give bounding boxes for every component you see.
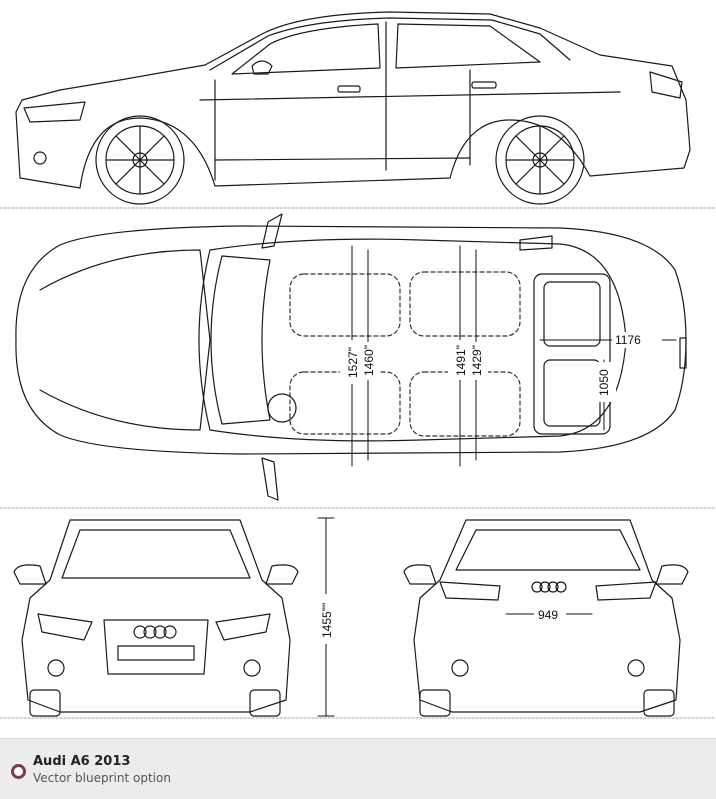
rear-right-mirror — [655, 564, 689, 585]
side-roofline — [209, 17, 571, 71]
side-rear-window — [395, 23, 541, 69]
trunk-lower-panel — [543, 359, 601, 427]
top-door-handle-left — [519, 235, 553, 251]
dim-front-hip: 1460" — [362, 345, 376, 376]
side-rear-wheel — [495, 115, 585, 205]
front-left-tire — [29, 689, 61, 717]
caption-title: Audi A6 2013 — [33, 754, 131, 769]
side-taillight — [649, 71, 683, 99]
front-view: 1455"" — [13, 517, 335, 717]
top-hood — [39, 249, 211, 431]
side-headlight — [23, 101, 86, 123]
top-right-mirror — [261, 457, 279, 501]
front-right-headlight — [215, 613, 271, 641]
side-front-window — [231, 23, 381, 75]
top-cabin-outline — [198, 238, 627, 442]
front-body-outline — [21, 519, 291, 713]
rear-left-seat — [409, 271, 521, 337]
dim-front-shoulder: 1527" — [346, 347, 360, 378]
top-windshield — [210, 255, 271, 425]
blueprint-canvas: 1527" 1460" 1491" 1429" 1176 1050 1455"" — [0, 11, 716, 719]
caption-footer: Audi A6 2013 Vector blueprint option — [0, 738, 716, 799]
front-left-headlight — [37, 613, 93, 641]
dim-rear-width-top: 1176 — [615, 333, 641, 347]
side-view — [15, 11, 691, 205]
front-left-fog — [47, 659, 65, 677]
dim-gap-g — [318, 594, 334, 644]
front-right-mirror — [265, 564, 299, 585]
dim-gap-b — [356, 342, 380, 380]
front-right-fog — [243, 659, 261, 677]
rear-window — [455, 529, 641, 571]
side-body-outline — [15, 11, 691, 189]
caption-subtitle: Vector blueprint option — [33, 771, 171, 785]
front-left-seat — [289, 273, 401, 337]
dim-rear-track: 949 — [538, 608, 558, 622]
front-left-mirror — [13, 564, 47, 585]
top-view: 1527" 1460" 1491" 1429" 1176 1050 — [15, 213, 687, 501]
radio-bullet-icon — [11, 764, 26, 779]
side-mirror — [251, 60, 273, 75]
rear-left-tire — [419, 689, 451, 717]
front-windshield — [61, 529, 251, 579]
side-sill-line — [214, 157, 471, 161]
side-foglight — [33, 151, 47, 165]
trunk-upper-panel — [543, 281, 601, 347]
rear-door-handle — [471, 81, 497, 89]
rear-body-outline — [413, 519, 681, 713]
rear-right-seat — [409, 371, 521, 437]
front-door-handle — [337, 85, 361, 93]
front-grille — [103, 619, 209, 675]
front-right-tire — [249, 689, 281, 717]
dim-gap-f — [592, 362, 616, 402]
rear-right-taillight — [595, 581, 657, 601]
steering-wheel — [267, 393, 297, 423]
dim-rear-shoulder: 1491" — [454, 345, 468, 376]
front-audi-rings — [133, 625, 177, 639]
side-shoulder-line — [199, 91, 621, 101]
rear-left-exhaust — [451, 659, 469, 677]
rear-left-mirror — [403, 564, 437, 585]
rear-right-exhaust — [627, 659, 645, 677]
rear-view: 949 — [403, 519, 689, 717]
front-license-plate — [117, 645, 195, 661]
dim-rear-width-bottom: 1050 — [597, 369, 611, 396]
top-rear-plate — [679, 337, 687, 369]
rear-audi-rings — [531, 581, 567, 593]
dim-rear-hip: 1429" — [470, 345, 484, 376]
side-front-wheel — [95, 115, 185, 205]
front-right-seat — [289, 371, 401, 435]
rear-right-tire — [643, 689, 675, 717]
top-trunk — [533, 273, 611, 435]
dim-gap-d — [464, 342, 488, 380]
dim-gap-e — [612, 332, 662, 348]
rear-left-taillight — [439, 581, 501, 601]
dim-height: 1455"" — [320, 603, 334, 638]
top-left-mirror — [261, 213, 283, 249]
dim-gap-h — [534, 606, 566, 622]
